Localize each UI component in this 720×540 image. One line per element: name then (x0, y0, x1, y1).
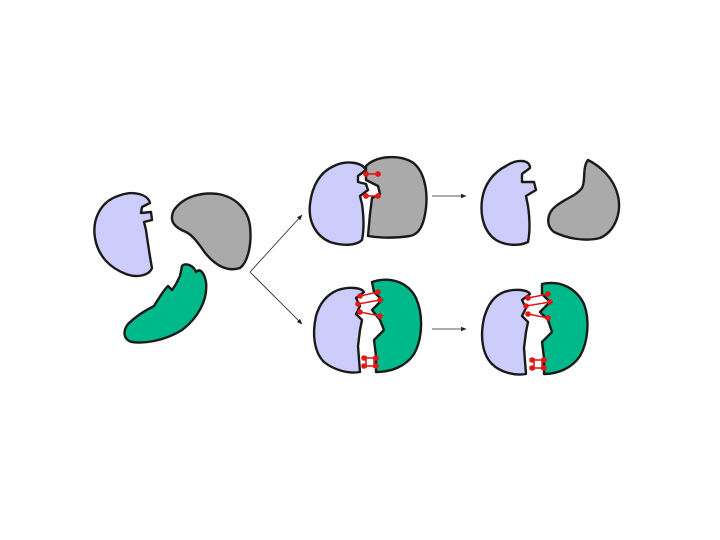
bond-point (545, 291, 551, 297)
strong-bonds (355, 289, 383, 369)
weak-complex (308, 155, 428, 246)
bond-point (357, 293, 363, 299)
protein-a-free (93, 192, 154, 278)
bond-point (523, 303, 529, 309)
bond-point (541, 365, 547, 371)
protein-a-released (480, 159, 538, 246)
bond-point (377, 297, 383, 303)
bond-point (375, 193, 381, 199)
protein-c-free (123, 263, 208, 344)
bond-point (361, 363, 367, 369)
bond-point (547, 299, 553, 305)
protein-a-bound-weak (308, 161, 370, 246)
bond-point (545, 315, 551, 321)
bond-point (529, 365, 535, 371)
bond-point (373, 363, 379, 369)
bond-point (355, 301, 361, 307)
protein-b-bound (364, 155, 428, 239)
persisting-bonds (523, 291, 553, 371)
bond-point (357, 309, 363, 315)
protein-c-persist (538, 281, 589, 376)
bond-point (525, 311, 531, 317)
bond-point (361, 355, 367, 361)
strong-complex (312, 278, 423, 374)
bond-point (363, 193, 369, 199)
protein-a-bound-strong (312, 286, 366, 374)
arrow-to-weak-binding (249, 214, 303, 273)
protein-b-free (170, 192, 252, 271)
reaction-arrows (249, 193, 467, 332)
dissociated-molecules (480, 158, 621, 246)
strong-complex-persists (480, 281, 589, 376)
weak-bonds (363, 171, 381, 199)
bond-point (529, 357, 535, 363)
protein-a-persist (480, 288, 532, 376)
bond-point (525, 295, 531, 301)
protein-c-bound (370, 278, 423, 374)
bond-point (373, 355, 379, 361)
bond-point (541, 357, 547, 363)
arrow-to-strong-binding (249, 271, 303, 325)
bond-point (375, 171, 381, 177)
bond-point (375, 289, 381, 295)
free-molecules (93, 192, 252, 344)
bond-point (377, 313, 383, 319)
bond-point (363, 171, 369, 177)
protein-b-released (547, 158, 621, 241)
